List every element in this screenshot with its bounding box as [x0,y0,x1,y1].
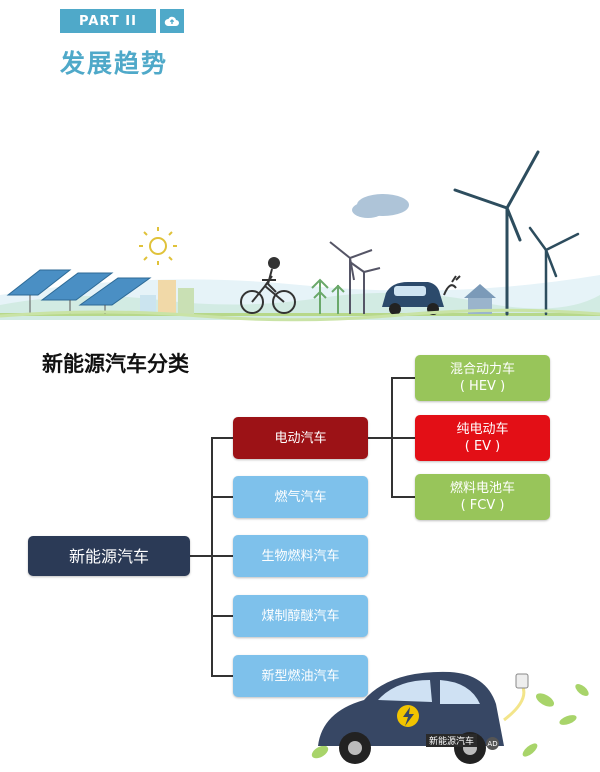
green-energy-illustration [0,150,600,322]
car-plate: 新能源汽车 [426,734,478,747]
wind-turbine-large [453,150,540,316]
plug-icon [443,275,461,296]
leaves [311,684,589,759]
node-new-fuel-vehicle: 新型燃油汽车 [233,655,368,697]
sun-icon [139,227,177,265]
node-ev: 纯电动车 ( EV ) [415,415,550,461]
cyclist-icon [240,257,296,314]
city-buildings [140,280,194,314]
ev-car-illustration [311,671,589,764]
plug-cable [503,684,526,722]
lightning-icon [403,707,414,726]
diagram-title: 新能源汽车分类 [42,352,189,376]
section-title: 发展趋势 [60,49,169,78]
part-label: PART II [79,13,137,29]
cloud [352,194,409,218]
part-badge: PART II [60,9,156,33]
root-node: 新能源汽车 [28,536,190,576]
wind-turbine-small [528,226,580,316]
node-gas-vehicle: 燃气汽车 [233,476,368,518]
node-fcv: 燃料电池车 ( FCV ) [415,474,550,520]
node-coal-alcohol-ether-vehicle: 煤制醇醚汽车 [233,595,368,637]
node-electric-vehicle: 电动汽车 [233,417,368,459]
ad-badge: AD [486,737,499,750]
root-label: 新能源汽车 [68,546,149,566]
small-wind-turbine [329,241,381,314]
node-hev: 混合动力车 ( HEV ) [415,355,550,401]
solar-panels [6,269,152,314]
node-biofuel-vehicle: 生物燃料汽车 [233,535,368,577]
trees [311,278,345,314]
cloud-icon [160,9,184,33]
